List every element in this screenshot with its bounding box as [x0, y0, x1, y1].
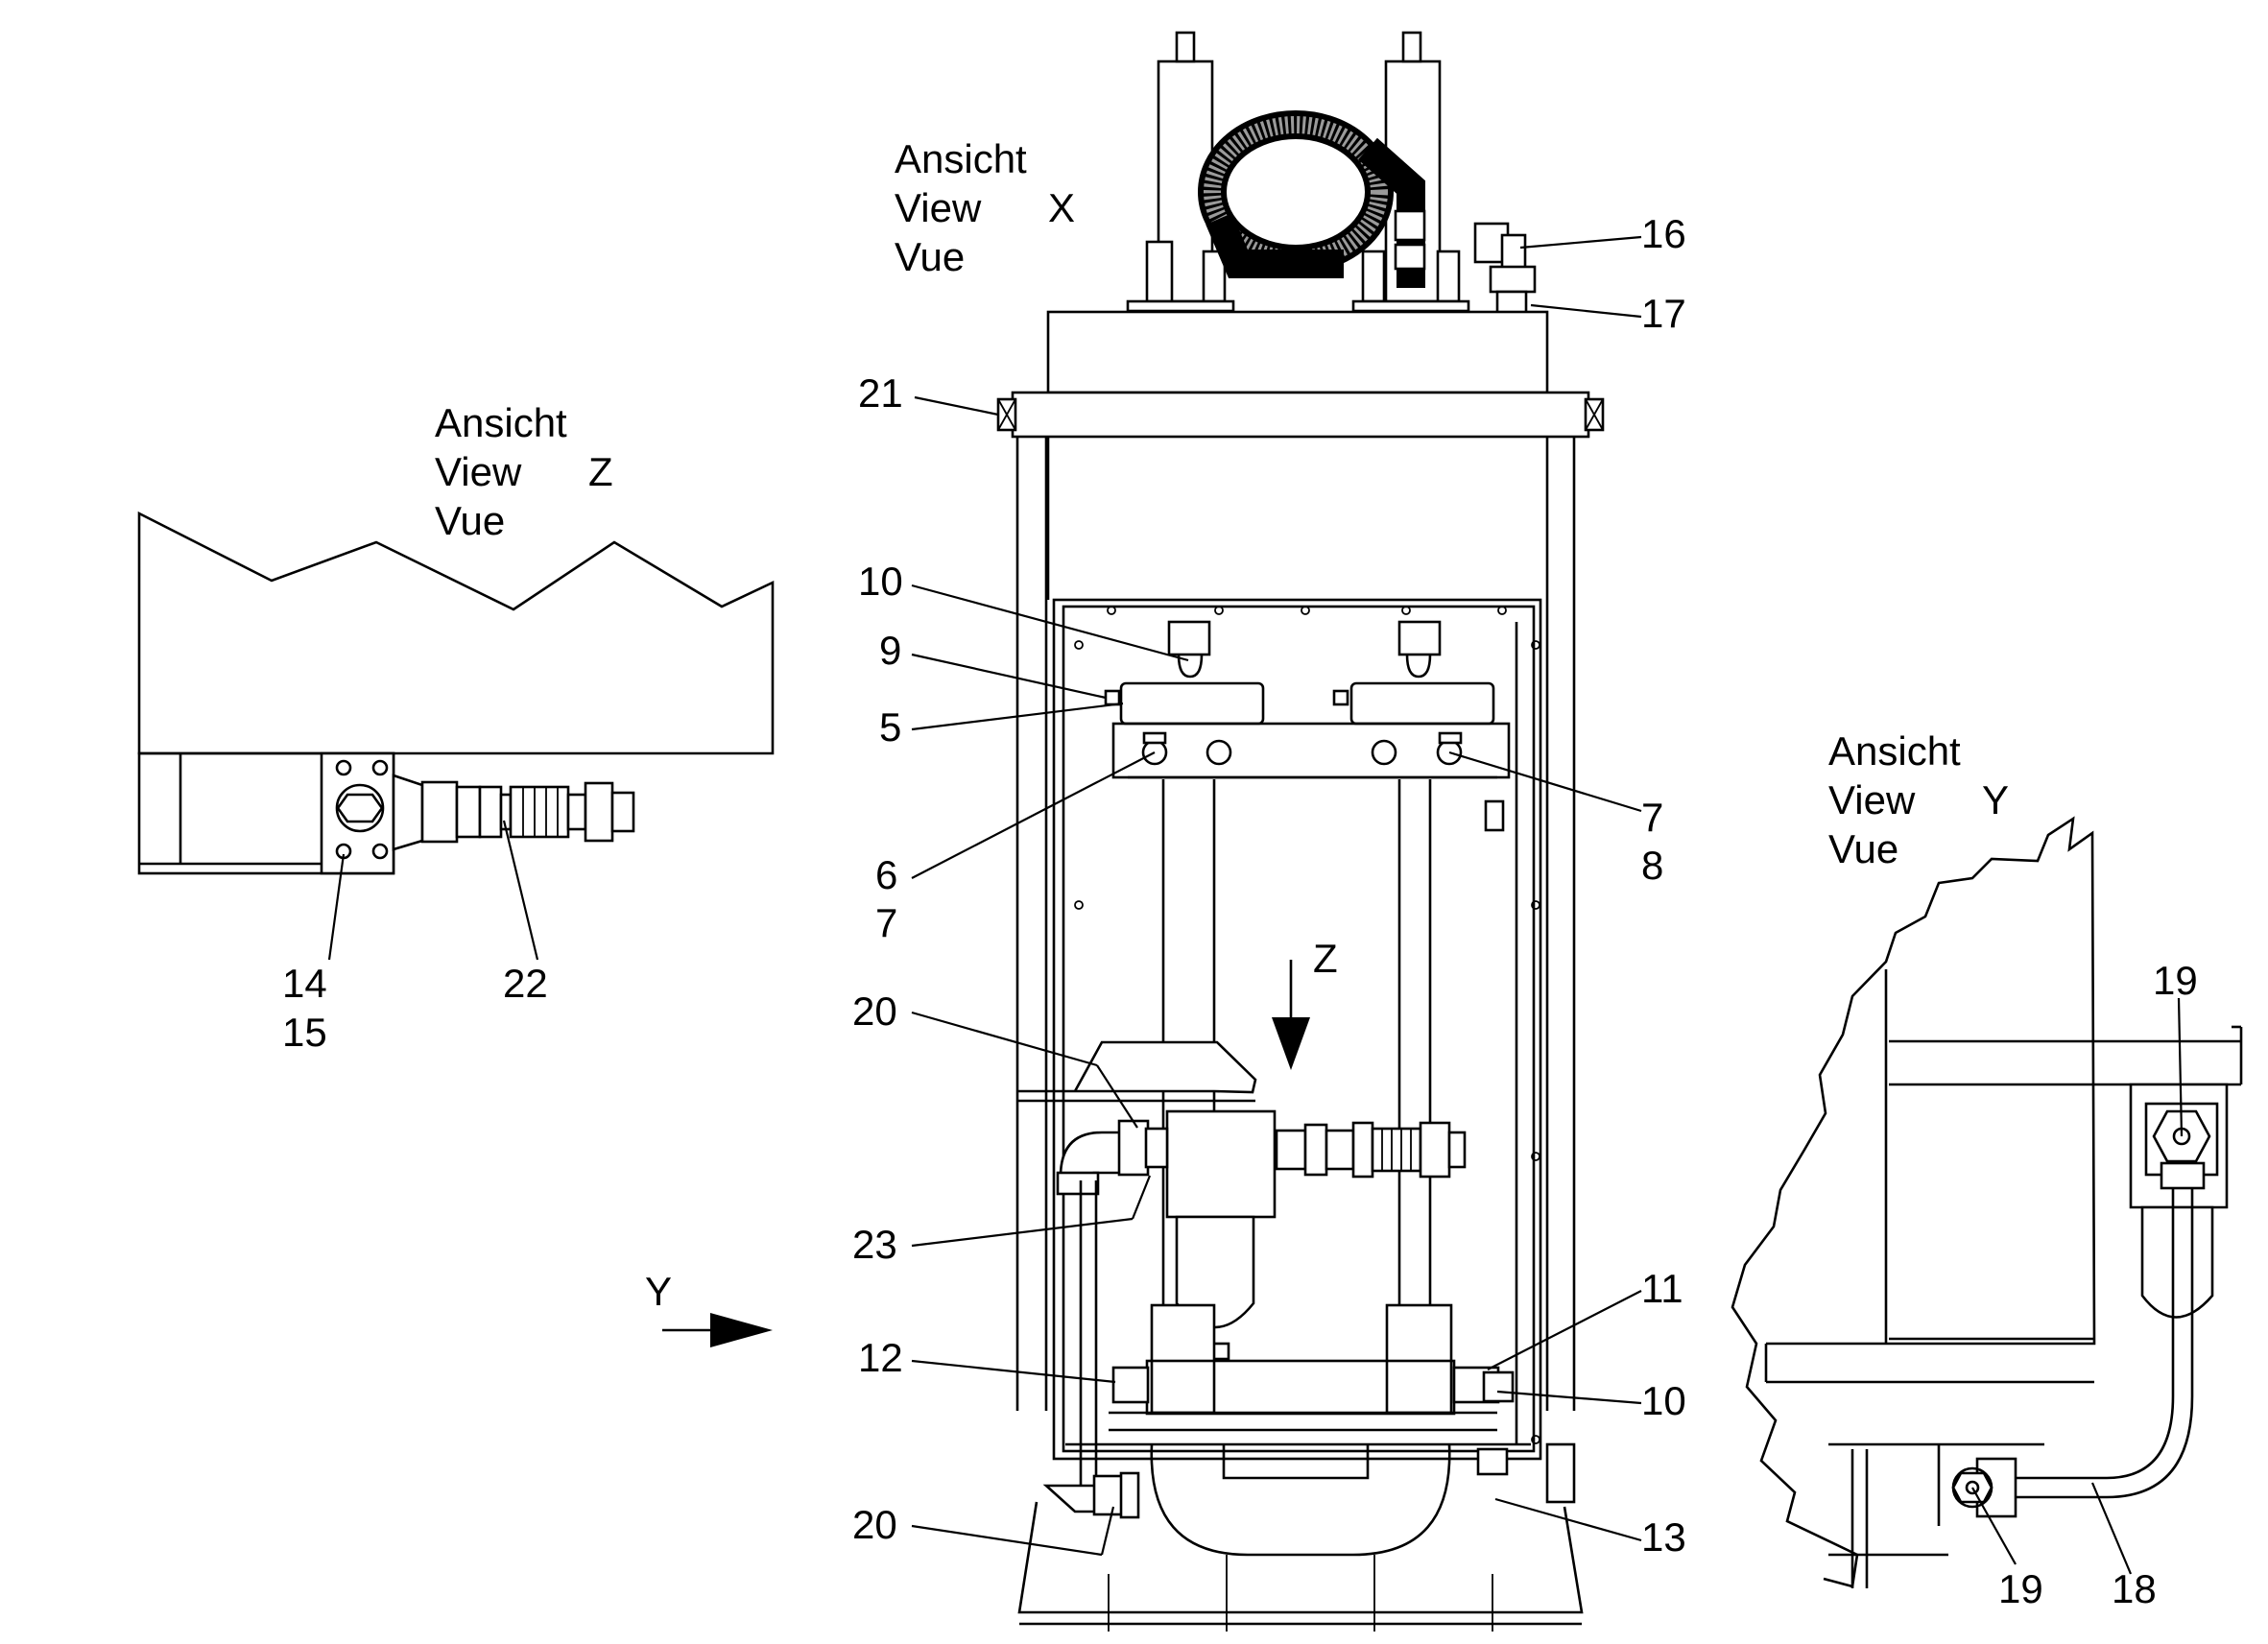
callout-16: 16 — [1641, 211, 1686, 256]
callout-7-right: 7 — [1641, 795, 1663, 840]
view-x-line2: View — [895, 185, 982, 230]
callout-23: 23 — [852, 1222, 897, 1267]
callout-5: 5 — [879, 704, 901, 750]
callout-10-top: 10 — [858, 559, 903, 604]
view-z-line2: View — [435, 449, 522, 494]
callout-19-top: 19 — [2153, 958, 2198, 1003]
cylinders — [1126, 31, 1470, 313]
callout-13: 13 — [1641, 1514, 1686, 1560]
callout-numbers: 16 17 21 10 9 5 6 7 7 8 20 23 11 12 10 2… — [282, 211, 2198, 1611]
callout-15: 15 — [282, 1010, 327, 1055]
valve-blocks — [1104, 620, 1511, 779]
callout-12: 12 — [858, 1335, 903, 1380]
callout-20-top: 20 — [852, 989, 897, 1034]
view-z-letter: Z — [588, 449, 613, 494]
callout-14: 14 — [282, 961, 327, 1006]
callout-21: 21 — [858, 370, 903, 416]
view-x-line3: Vue — [895, 234, 965, 279]
view-z-arrow — [1272, 960, 1310, 1070]
arrow-z-label: Z — [1313, 936, 1338, 981]
callout-8: 8 — [1641, 843, 1663, 888]
view-z-label: Ansicht View Vue Z — [435, 400, 613, 543]
leader-lines — [327, 235, 2184, 1575]
callout-17: 17 — [1641, 291, 1686, 336]
callout-10-bottom: 10 — [1641, 1378, 1686, 1423]
callout-18: 18 — [2112, 1566, 2157, 1611]
view-x-label: Ansicht View Vue X — [895, 136, 1075, 279]
callout-19-bottom: 19 — [1998, 1566, 2043, 1611]
callout-9: 9 — [879, 628, 901, 673]
view-y-line2: View — [1828, 777, 1916, 822]
view-y-label: Ansicht View Vue Y — [1828, 728, 2009, 871]
view-y-arrow — [662, 1313, 773, 1347]
view-y-line1: Ansicht — [1828, 728, 1961, 774]
callout-7-left: 7 — [875, 900, 897, 945]
view-x-main-assembly — [996, 31, 1605, 1632]
view-z-detail — [137, 511, 775, 875]
frame — [1015, 437, 1576, 1461]
view-z-line3: Vue — [435, 498, 505, 543]
callout-11: 11 — [1641, 1266, 1683, 1311]
view-x-line1: Ansicht — [895, 136, 1027, 181]
callout-6: 6 — [875, 852, 897, 897]
view-y-line3: Vue — [1828, 826, 1898, 871]
view-y-letter: Y — [1982, 777, 2009, 822]
filter-assembly — [1017, 1040, 1467, 1361]
view-x-letter: X — [1048, 185, 1075, 230]
view-y-detail — [1731, 816, 2243, 1588]
arrow-y-label: Y — [645, 1269, 672, 1314]
view-z-line1: Ansicht — [435, 400, 567, 445]
callout-22: 22 — [503, 961, 548, 1006]
coiled-hose — [1198, 110, 1426, 288]
cross-bar-21 — [996, 391, 1605, 439]
lower-base — [1017, 1180, 1584, 1632]
tank-top — [1046, 310, 1549, 394]
elbow-fitting-16-17 — [1473, 222, 1537, 322]
callout-20-bottom: 20 — [852, 1502, 897, 1547]
